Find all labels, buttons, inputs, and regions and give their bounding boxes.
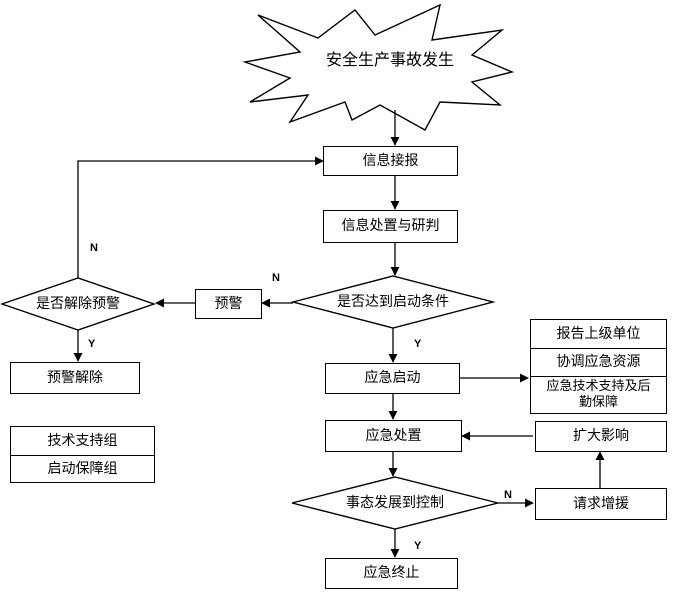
group-technical-support: 技术支持组 [10, 426, 155, 456]
emergency-handle-box: 应急处置 [325, 420, 462, 452]
tag-yes-lifted: Y [88, 338, 96, 350]
decision-start-diamond [290, 275, 496, 329]
info-analysis-box: 信息处置与研判 [323, 210, 458, 243]
request-aid-box: 请求增援 [535, 488, 667, 520]
emergency-start-box: 应急启动 [325, 363, 460, 394]
decision-control-label: 事态发展到控制 [346, 495, 444, 511]
tag-no-loop: N [90, 242, 98, 254]
group-startup-support: 启动保障组 [10, 455, 155, 483]
emergency-end-box: 应急终止 [325, 558, 458, 589]
decision-start-label: 是否达到启动条件 [337, 294, 449, 310]
warning-box: 预警 [195, 289, 262, 319]
tag-yes-end: Y [414, 540, 422, 552]
info-report-box: 信息接报 [323, 146, 458, 176]
tag-no-aid: N [504, 489, 512, 501]
action-technical-logistics: 应急技术支持及后勤保障 [530, 376, 667, 414]
decision-warning-diamond [0, 277, 157, 331]
action-report-superior: 报告上级单位 [530, 319, 667, 349]
start-event-label: 安全生产事故发生 [325, 50, 454, 69]
start-starburst [242, 3, 515, 131]
decision-warning-label: 是否解除预警 [36, 296, 120, 312]
expand-impact-box: 扩大影响 [535, 421, 667, 452]
action-coordinate-resources: 协调应急资源 [530, 348, 667, 377]
warning-lifted-box: 预警解除 [10, 362, 140, 394]
tag-yes-start: Y [414, 338, 422, 350]
tag-no-warning: N [272, 272, 280, 284]
